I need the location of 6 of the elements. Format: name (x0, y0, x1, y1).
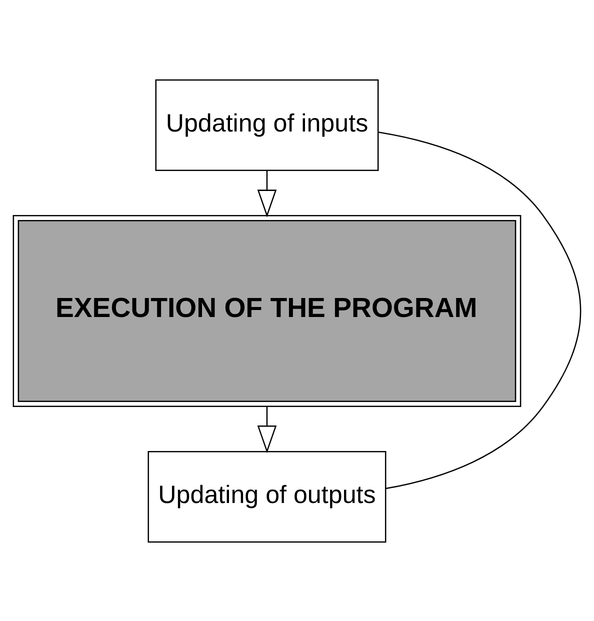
connector (378, 131, 582, 489)
node-box: EXECUTION OF THE PROGRAM (12, 214, 522, 407)
node-box: Updating of inputs (155, 78, 379, 171)
arrow (257, 170, 277, 217)
arrow (257, 406, 277, 453)
node-box: Updating of outputs (148, 450, 386, 542)
